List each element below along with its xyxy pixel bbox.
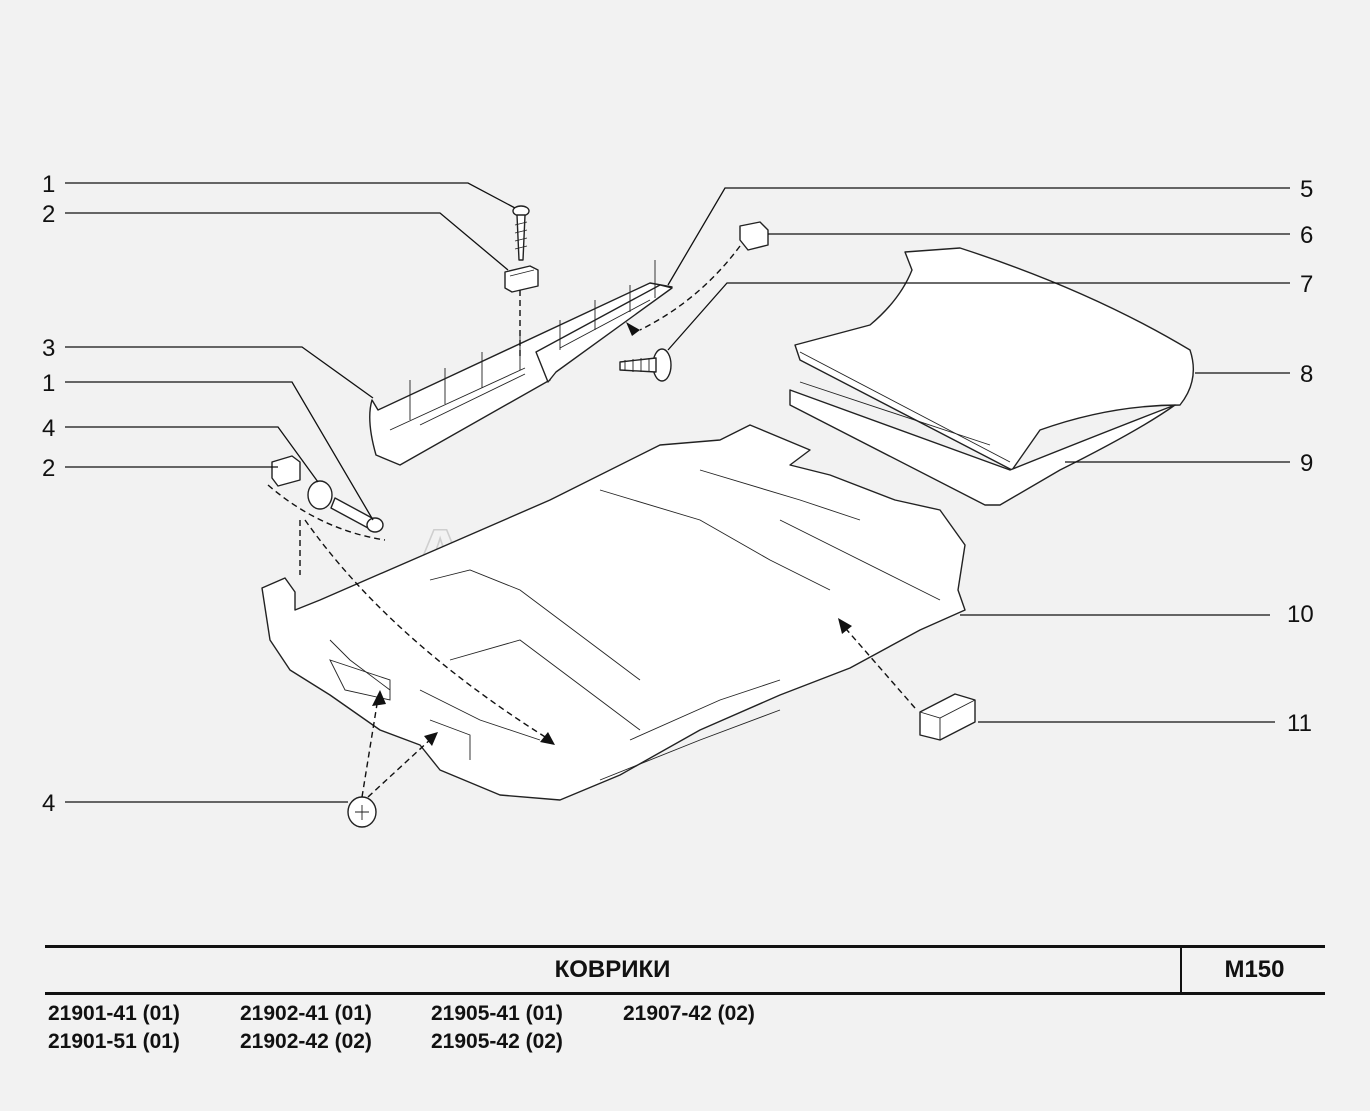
pad-part (919, 693, 976, 741)
leader-1-top (65, 182, 516, 209)
model-code: 21905-42 (02) (431, 1030, 563, 1053)
trunk-mat-upper (794, 247, 1194, 471)
model-code: 21907-42 (02) (623, 1002, 755, 1025)
arrow-4b (424, 732, 438, 746)
clip-left (271, 455, 301, 487)
callout-number: 3 (42, 335, 55, 362)
callout-number: 9 (1300, 450, 1313, 477)
screw-top (512, 205, 530, 261)
arrow-left-long (540, 732, 555, 745)
model-code: 21902-41 (01) (240, 1002, 372, 1025)
screw-left (330, 497, 384, 533)
assembly-line-4a (361, 697, 379, 798)
plug-part (739, 221, 769, 251)
model-code: 21902-42 (02) (240, 1030, 372, 1053)
callout-number: 2 (42, 201, 55, 228)
page-code: M150 (1180, 948, 1327, 992)
sill-trim (369, 260, 673, 466)
model-code: 21901-51 (01) (48, 1030, 180, 1053)
leader-5 (667, 187, 1290, 286)
assembly-line-left-long (304, 519, 551, 741)
assembly-line-left-screw (267, 484, 386, 541)
callout-number: 11 (1287, 710, 1312, 737)
callout-number: 7 (1300, 271, 1313, 298)
callout-number: 4 (42, 790, 55, 817)
callout-number: 6 (1300, 222, 1313, 249)
arrow-11 (838, 618, 852, 634)
callout-number: 2 (42, 455, 55, 482)
callout-number: 10 (1287, 601, 1314, 628)
leader-7 (667, 282, 1290, 351)
callout-number: 8 (1300, 361, 1313, 388)
clip-top (504, 265, 539, 293)
assembly-line-4b (367, 737, 433, 798)
floor-carpet (261, 424, 966, 801)
washer-left (307, 480, 333, 510)
leader-4-mid (65, 426, 319, 483)
leader-1-mid (65, 381, 374, 521)
arrow-6 (626, 322, 640, 336)
callout-number: 1 (42, 171, 55, 198)
arrow-4a (372, 690, 386, 706)
title-block: КОВРИКИ M150 (45, 945, 1325, 995)
leader-2-top (65, 212, 509, 271)
model-code: 21905-41 (01) (431, 1002, 563, 1025)
model-code: 21901-41 (01) (48, 1002, 180, 1025)
callout-number: 1 (42, 370, 55, 397)
page-title: КОВРИКИ (554, 956, 671, 983)
assembly-line-11 (839, 621, 916, 709)
callout-number: 5 (1300, 176, 1313, 203)
push-clip (347, 796, 377, 828)
trunk-mat-lower (789, 381, 1176, 506)
callout-number: 4 (42, 415, 55, 442)
screw-7 (619, 348, 672, 382)
parts-diagram: AutoSoft (42, 171, 1314, 828)
leader-3 (65, 346, 374, 399)
assembly-line-6 (639, 245, 741, 331)
